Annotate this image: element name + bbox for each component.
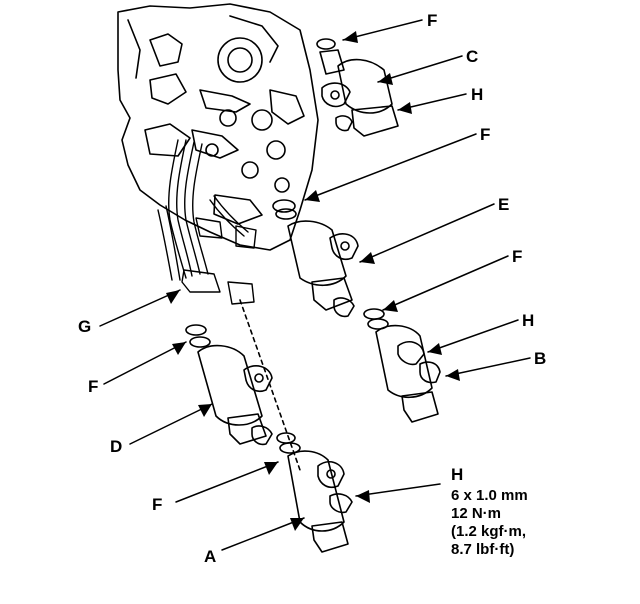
wire-harness [157, 139, 257, 305]
solenoid-d [185, 324, 273, 446]
leader-lines [99, 19, 531, 551]
label-d: D [110, 437, 123, 456]
torque-lbf-text: 8.7 lbf·ft) [451, 541, 515, 558]
label-h-bottom: H [451, 465, 464, 484]
label-h-top: H [471, 85, 484, 104]
arrowheads [166, 31, 460, 531]
label-f-upper-mid: F [480, 125, 491, 144]
label-f-right-mid: F [512, 247, 523, 266]
label-h-right: H [522, 311, 535, 330]
bolt-size-text: 6 x 1.0 mm [451, 487, 528, 504]
solenoid-a [276, 432, 353, 553]
label-e: E [498, 195, 510, 214]
transmission-housing [117, 3, 319, 251]
torque-spec: 6 x 1.0 mm 12 N·m (1.2 kgf·m, 8.7 lbf·ft… [451, 487, 528, 559]
label-b: B [534, 349, 547, 368]
alignment-line [239, 299, 301, 471]
label-f-top: F [427, 11, 438, 30]
label-a: A [204, 547, 217, 566]
label-c: C [466, 47, 479, 66]
torque-kgf-text: (1.2 kgf·m, [451, 523, 527, 540]
label-g: G [78, 317, 92, 336]
label-f-left: F [88, 377, 99, 396]
solenoid-e [272, 199, 359, 318]
label-f-lower: F [152, 495, 163, 514]
solenoid-b [363, 308, 441, 423]
torque-nm-text: 12 N·m [451, 505, 502, 522]
solenoid-c [316, 38, 399, 137]
